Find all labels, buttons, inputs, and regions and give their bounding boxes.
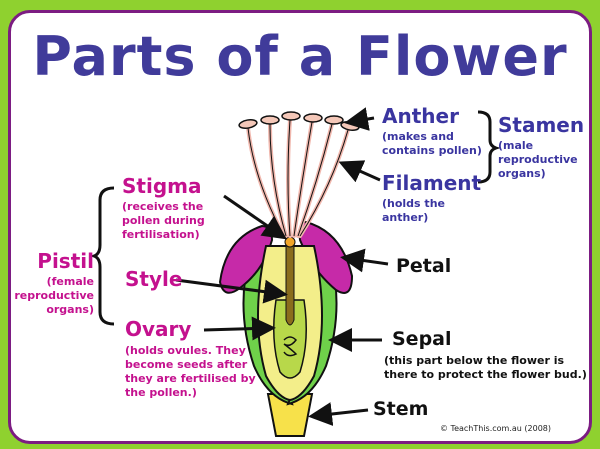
petal-label: Petal xyxy=(396,255,452,277)
petal-arrow xyxy=(340,248,389,273)
ovary-label: Ovary xyxy=(125,317,192,341)
stigma-label: Stigma xyxy=(122,174,202,198)
filament-arrow xyxy=(338,160,381,183)
anther-arrow xyxy=(344,107,375,131)
stamen-bracket xyxy=(477,110,501,184)
stigma-arrow xyxy=(223,194,287,240)
stigma-shape xyxy=(284,236,296,248)
pistil-label: Pistil xyxy=(37,249,94,273)
anthers xyxy=(238,111,360,131)
ovary-arrow xyxy=(203,316,276,341)
ovules xyxy=(283,336,298,357)
stem-label: Stem xyxy=(373,398,429,420)
sepal-label: Sepal xyxy=(392,328,452,350)
filament-label: Filament xyxy=(382,171,482,195)
style-label: Style xyxy=(125,267,183,291)
stem-arrow xyxy=(308,402,369,426)
pointer-arrows xyxy=(175,107,389,426)
anther-label: Anther xyxy=(382,104,459,128)
filaments xyxy=(246,118,350,238)
pistil-bracket xyxy=(89,186,115,326)
style-arrow xyxy=(175,278,288,304)
copyright-credit: © TeachThis.com.au (2008) xyxy=(440,424,551,433)
style-shape xyxy=(285,245,295,326)
page-title: Parts of a Flower xyxy=(32,25,568,88)
stamen-label: Stamen xyxy=(498,113,585,137)
